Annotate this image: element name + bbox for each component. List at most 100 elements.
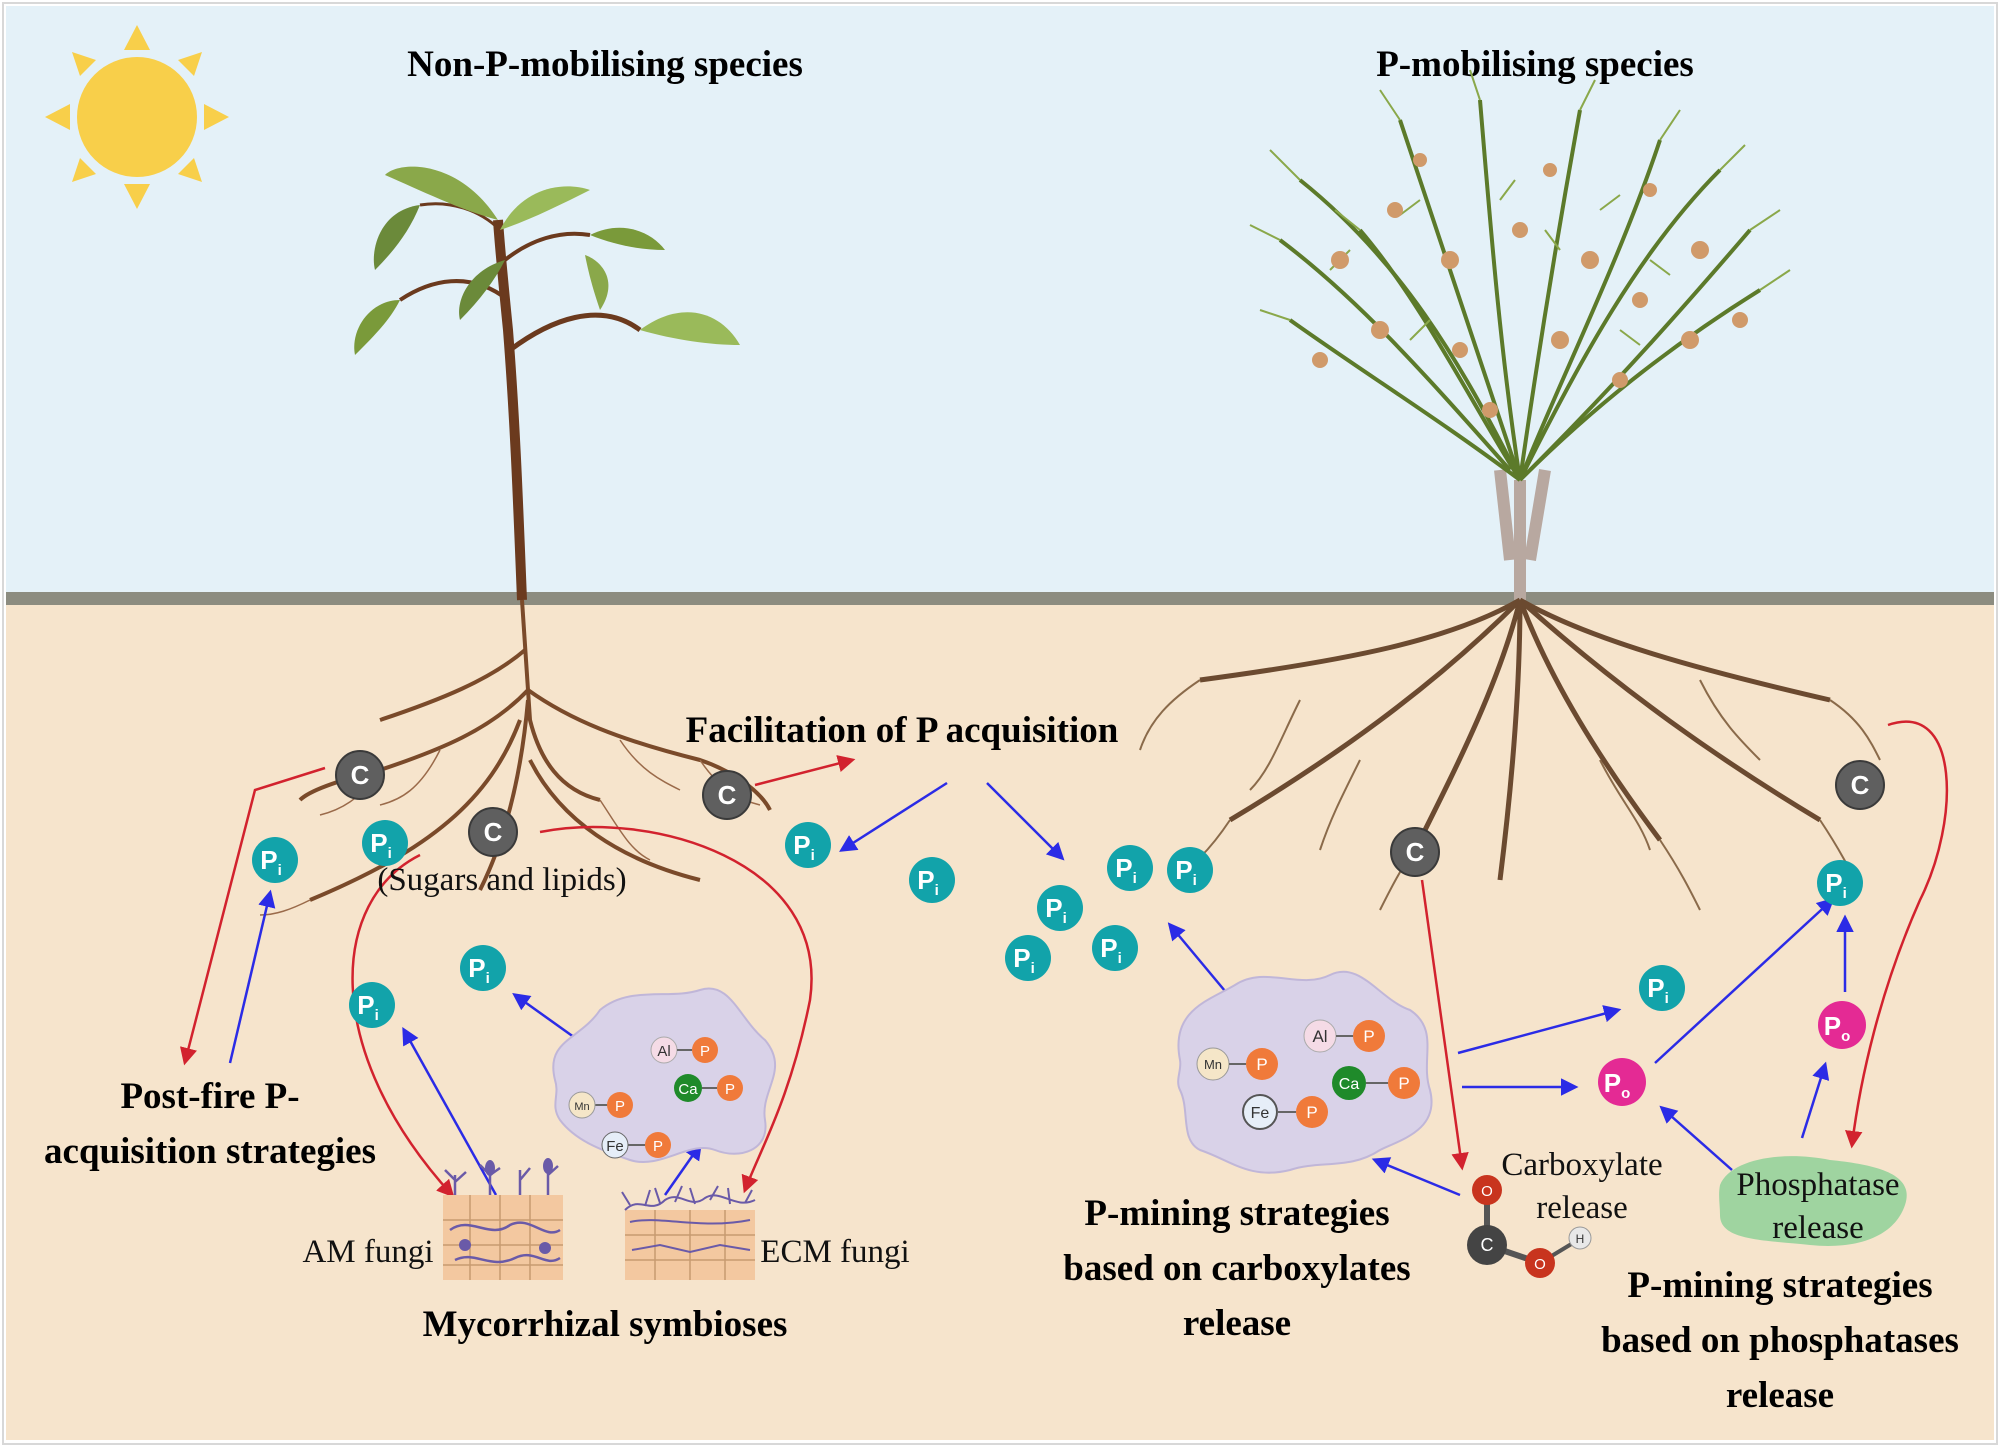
pi-subscript: i xyxy=(1118,950,1122,967)
header-p-mobilising: P-mobilising species xyxy=(1376,44,1694,85)
carbon-symbol: C xyxy=(1406,837,1425,867)
am-fungi-label: AM fungi xyxy=(302,1234,433,1270)
carbon-molecules: C C C C C xyxy=(335,750,1885,877)
fe-symbol: Fe xyxy=(606,1138,624,1155)
sugars-label: (Sugars and lipids) xyxy=(377,862,626,898)
ca-symbol: Ca xyxy=(678,1081,698,1098)
pi-symbol: P xyxy=(357,990,374,1020)
p-symbol: P xyxy=(1256,1055,1267,1074)
sun-icon xyxy=(45,25,229,209)
phosphatase-release-line2: release xyxy=(1772,1210,1864,1246)
pi-symbol: P xyxy=(260,845,277,875)
pi-subscript: i xyxy=(1031,960,1035,977)
mineral-complex-left: Mn P Al P Ca P Fe P xyxy=(552,987,777,1163)
p-symbol: P xyxy=(725,1081,735,1098)
pi-symbol: P xyxy=(1175,855,1192,885)
oxygen-symbol: O xyxy=(1481,1183,1493,1200)
pi-subscript: i xyxy=(1665,990,1669,1007)
carbon-symbol: C xyxy=(1851,770,1870,800)
pi-subscript: i xyxy=(1193,872,1197,889)
po-symbol: P xyxy=(1604,1068,1621,1098)
svg-text:Pi: Pi xyxy=(1013,943,1035,977)
p-symbol: P xyxy=(653,1138,663,1155)
hydrogen-symbol: H xyxy=(1576,1232,1585,1246)
ecm-fungi-label: ECM fungi xyxy=(760,1234,909,1270)
pi-symbol: P xyxy=(1013,943,1030,973)
ground-line xyxy=(6,592,1994,605)
pi-molecule: Pi xyxy=(1107,845,1153,891)
svg-text:Pi: Pi xyxy=(260,845,282,879)
mineral-complex-right: Mn P Al P Ca P Fe P xyxy=(1177,970,1433,1174)
po-subscript: o xyxy=(1621,1085,1630,1102)
pi-symbol: P xyxy=(917,865,934,895)
p-symbol: P xyxy=(1363,1027,1374,1046)
carboxylate-release-line1: Carboxylate xyxy=(1501,1147,1662,1183)
pi-molecule: Pi xyxy=(1639,965,1685,1011)
pi-molecule: Pi xyxy=(1167,847,1213,893)
pi-symbol: P xyxy=(793,830,810,860)
p-symbol: P xyxy=(1306,1103,1317,1122)
mn-symbol: Mn xyxy=(574,1101,589,1113)
svg-text:Po: Po xyxy=(1604,1068,1631,1102)
po-molecule: Po xyxy=(1818,1001,1866,1049)
pi-subscript: i xyxy=(1133,870,1137,887)
pmining-phosphatases-line3: release xyxy=(1726,1375,1834,1416)
blue-arrows xyxy=(228,781,1854,1197)
carbon-symbol: C xyxy=(351,760,370,790)
po-subscript: o xyxy=(1841,1028,1850,1045)
pi-subscript: i xyxy=(1843,885,1847,902)
red-arrows xyxy=(180,720,1949,1198)
carboxylate-molecule: O C O H xyxy=(1467,1175,1592,1278)
carbon-molecule: C xyxy=(1835,760,1885,810)
pi-symbol: P xyxy=(1647,973,1664,1003)
svg-text:Pi: Pi xyxy=(1045,893,1067,927)
pi-subscript: i xyxy=(1063,910,1067,927)
fe-symbol: Fe xyxy=(1251,1105,1270,1122)
pi-subscript: i xyxy=(811,847,815,864)
p-symbol: P xyxy=(615,1098,625,1115)
facilitation-label: Facilitation of P acquisition xyxy=(686,710,1119,751)
svg-text:Pi: Pi xyxy=(1175,855,1197,889)
shrub-illustration xyxy=(1139,69,1881,911)
carboxylate-release-line2: release xyxy=(1536,1190,1628,1226)
phosphatase-release-line1: Phosphatase xyxy=(1736,1167,1899,1203)
pi-symbol: P xyxy=(1115,853,1132,883)
pi-molecule: Pi xyxy=(1092,925,1138,971)
pi-molecule: Pi xyxy=(1817,860,1863,906)
pmining-phosphatases-line1: P-mining strategies xyxy=(1627,1265,1932,1306)
svg-text:Pi: Pi xyxy=(793,830,815,864)
svg-text:Pi: Pi xyxy=(1825,868,1847,902)
al-symbol: Al xyxy=(657,1043,670,1060)
pi-symbol: P xyxy=(1100,933,1117,963)
pi-subscript: i xyxy=(935,882,939,899)
phosphatase-enzyme xyxy=(1719,1156,1907,1246)
al-symbol: Al xyxy=(1312,1027,1327,1046)
pi-molecule: Pi xyxy=(1037,885,1083,931)
carbon-molecule: C xyxy=(702,770,752,820)
header-non-p-mobilising: Non-P-mobilising species xyxy=(407,44,803,85)
pi-molecule: Pi xyxy=(785,822,831,868)
svg-text:Pi: Pi xyxy=(917,865,939,899)
pi-subscript: i xyxy=(388,845,392,862)
ecm-fungi-illustration xyxy=(621,1185,756,1280)
carbon-symbol: C xyxy=(718,780,737,810)
pi-molecule: Pi xyxy=(460,945,506,991)
pi-molecule: Pi xyxy=(349,982,395,1028)
svg-text:Pi: Pi xyxy=(370,828,392,862)
svg-text:Po: Po xyxy=(1824,1011,1851,1045)
p-symbol: P xyxy=(700,1043,710,1060)
svg-text:Pi: Pi xyxy=(1100,933,1122,967)
carbon-symbol: C xyxy=(1481,1235,1494,1255)
po-molecule: Po xyxy=(1598,1058,1646,1106)
pmining-phosphatases-line2: based on phosphatases xyxy=(1601,1320,1959,1361)
carbon-symbol: C xyxy=(484,817,503,847)
pi-symbol: P xyxy=(370,828,387,858)
p-symbol: P xyxy=(1398,1074,1409,1093)
soil-area xyxy=(6,600,1994,1440)
pi-symbol: P xyxy=(1045,893,1062,923)
pmining-carboxylates-line3: release xyxy=(1183,1303,1291,1344)
pi-molecule: Pi xyxy=(1005,935,1051,981)
